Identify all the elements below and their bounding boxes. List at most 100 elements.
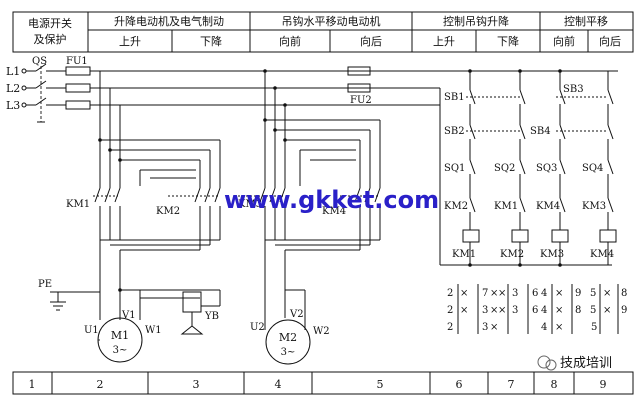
main-km1-label: KM1 <box>66 199 90 210</box>
ct1-r3-num: 2 <box>447 322 453 333</box>
ct2-r1-num: 3 <box>512 288 518 299</box>
footer-col-6: 6 <box>456 378 463 391</box>
header-hoist-down: 下降 <box>200 34 222 48</box>
coil-km1-icon <box>462 229 480 243</box>
header-ctrl-trolley: 控制平移 <box>564 14 608 28</box>
main-km2-label: KM2 <box>156 206 180 217</box>
label-sb1: SB1 <box>444 92 465 103</box>
fu1-fuses <box>65 66 91 110</box>
ct1-right-r3-mark: × <box>490 322 498 333</box>
contact-tables: 2 × 2 × 2 7 × 3 × 3 × 3 × 3 × 6 6 4 × 4 … <box>447 284 627 334</box>
header-trolley-forward: 向前 <box>279 34 301 48</box>
label-u1: U1 <box>84 325 99 336</box>
label-v1: V1 <box>121 310 136 321</box>
ct4-r2-mark: × <box>603 305 611 316</box>
header-hoist-up: 上升 <box>119 35 141 48</box>
ct3-r2-mark: × <box>555 305 563 316</box>
coils <box>462 229 617 267</box>
label-l3: L3 <box>6 99 20 112</box>
label-l2: L2 <box>6 82 20 95</box>
label-sq1: SQ1 <box>444 163 465 174</box>
ct2-r2-mark: × <box>498 305 506 316</box>
footer-col-3: 3 <box>193 378 200 391</box>
label-l1: L1 <box>6 65 20 78</box>
label-w2: W2 <box>313 326 330 337</box>
motor-m1-label: M1 <box>111 329 129 342</box>
label-sb3: SB3 <box>563 84 584 95</box>
ct1-r2-mark: × <box>460 305 468 316</box>
label-km1-interlock: KM1 <box>494 201 518 212</box>
brand-badge: 技成培训 <box>537 355 612 371</box>
header-ctrl-trolley-back: 向后 <box>599 34 621 48</box>
motor-m2-phase: 3~ <box>281 347 296 358</box>
brand-name: 技成培训 <box>560 355 612 371</box>
label-w1: W1 <box>145 325 162 336</box>
power-supply: L1 L2 L3 QS FU1 <box>6 56 440 123</box>
footer-col-4: 4 <box>275 378 282 391</box>
label-pe: PE <box>38 279 52 290</box>
main-circuit-hoist: KM1 KM2 YB M1 3~ U1 V1 <box>38 71 221 363</box>
label-coil-km2: KM2 <box>500 249 524 260</box>
footer-col-2: 2 <box>97 378 104 391</box>
footer-table: 1 2 3 4 5 6 7 8 9 <box>12 371 634 395</box>
label-sb2: SB2 <box>444 126 465 137</box>
footer-col-1: 1 <box>29 378 36 391</box>
footer-col-5: 5 <box>377 378 384 391</box>
limit-switches <box>469 159 614 198</box>
main-km4-label: KM4 <box>322 206 346 217</box>
ct3-r1-num: 4 <box>541 288 547 299</box>
ct4-right-r1-num: 8 <box>621 288 627 299</box>
main-circuit-trolley: KM3 KM4 M2 3~ U2 V2 W2 <box>98 69 381 365</box>
label-km2-interlock: KM2 <box>444 201 468 212</box>
ct2-right-r1-num: 6 <box>532 288 538 299</box>
header-trolley-motor: 吊钩水平移动电动机 <box>282 14 381 28</box>
control-circuit: SB1 SB3 SB2 SB4 <box>370 69 618 267</box>
ct1-r1-mark: × <box>460 288 468 299</box>
qs-switch <box>26 63 47 123</box>
label-v2: V2 <box>289 309 304 320</box>
label-sq4: SQ4 <box>582 163 603 174</box>
label-km3-interlock: KM3 <box>582 201 606 212</box>
label-fu2: FU2 <box>350 95 372 106</box>
ct1-right-r1-num: 7 <box>482 288 488 299</box>
label-fu1: FU1 <box>66 56 88 67</box>
label-yb: YB <box>204 311 219 322</box>
terminal-l3 <box>21 102 27 108</box>
label-coil-km1: KM1 <box>452 249 476 260</box>
header-ctrl-hoist-down: 下降 <box>497 34 519 48</box>
ct1-right-r1-mark: × <box>490 288 498 299</box>
sb2-sb4-contacts <box>466 124 614 160</box>
ct4-r1-num: 5 <box>590 288 596 299</box>
ct4-r2-num: 5 <box>590 305 596 316</box>
terminal-l2 <box>21 85 27 91</box>
ct1-right-r2-num: 3 <box>482 305 488 316</box>
label-sq3: SQ3 <box>536 163 557 174</box>
motor-m1-phase: 3~ <box>113 345 128 356</box>
ct3-right-r2-num: 8 <box>575 305 581 316</box>
ct3-right-r1-num: 9 <box>575 288 581 299</box>
ct2-r2-num: 3 <box>512 305 518 316</box>
sb1-pushbutton <box>466 89 526 125</box>
header-power-switch-line1: 电源开关 <box>28 16 72 30</box>
label-sb4: SB4 <box>530 126 551 137</box>
label-coil-km3: KM3 <box>540 249 564 260</box>
header-table: 电源开关 及保护 升降电动机及电气制动 上升 下降 吊钩水平移动电动机 向前 向… <box>12 11 634 53</box>
label-coil-km4: KM4 <box>590 249 614 260</box>
coil-km4-icon <box>599 229 617 243</box>
sb3-pushbutton <box>556 89 614 125</box>
ct2-right-r2-num: 6 <box>532 305 538 316</box>
ct1-right-r3-num: 3 <box>482 322 488 333</box>
ct2-r1-mark: × <box>498 288 506 299</box>
ct3-right-r3-num: 5 <box>591 322 597 333</box>
footer-col-7: 7 <box>508 378 515 391</box>
ct1-r2-num: 2 <box>447 305 453 316</box>
ct1-r1-num: 2 <box>447 288 453 299</box>
terminal-l1 <box>21 68 27 74</box>
interlock-contacts <box>469 197 614 230</box>
wechat-icon <box>537 355 551 369</box>
ct3-r3-mark: × <box>555 322 563 333</box>
motor-m2-label: M2 <box>279 331 297 344</box>
label-sq2: SQ2 <box>494 163 515 174</box>
header-trolley-back: 向后 <box>360 34 382 48</box>
